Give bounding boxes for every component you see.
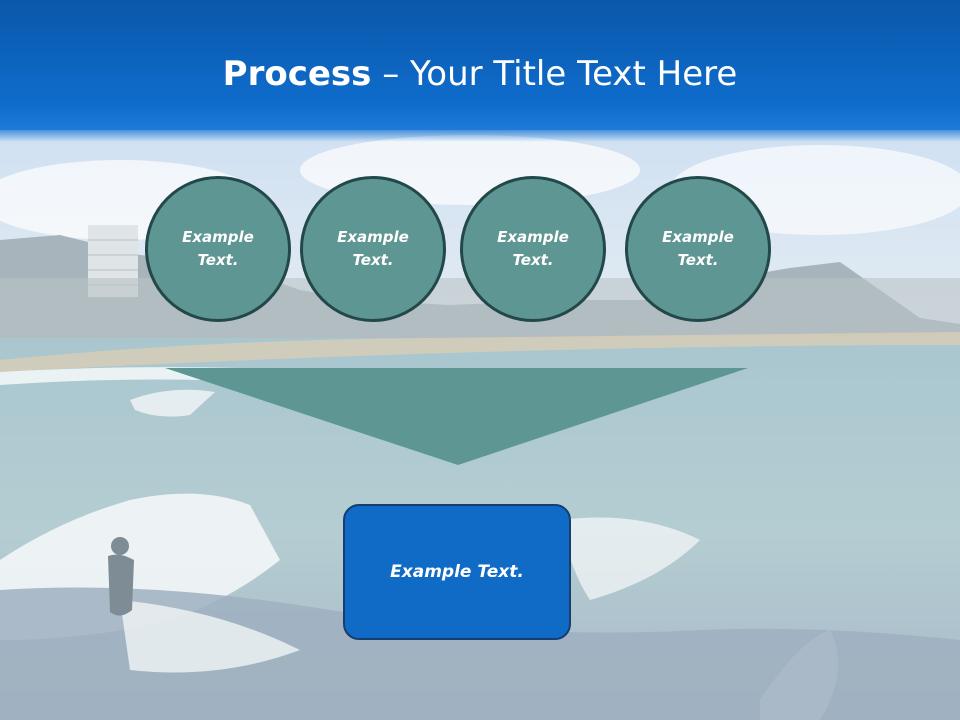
process-step-circle-4: Example Text. xyxy=(625,176,771,322)
slide-title: Process – Your Title Text Here xyxy=(0,52,960,96)
funnel-triangle xyxy=(165,368,748,465)
process-step-circle-1: Example Text. xyxy=(145,176,291,322)
process-step-circle-2: Example Text. xyxy=(300,176,446,322)
process-step-label: Example Text. xyxy=(662,228,734,269)
process-step-label: Example Text. xyxy=(497,228,569,269)
title-separator: – xyxy=(371,54,411,94)
process-step-label: Example Text. xyxy=(182,228,254,269)
title-bar-fade xyxy=(0,128,960,142)
process-step-label: Example Text. xyxy=(337,228,409,269)
process-step-circle-3: Example Text. xyxy=(460,176,606,322)
title-bold: Process xyxy=(222,54,372,94)
result-box: Example Text. xyxy=(343,504,571,640)
title-text: Your Title Text Here xyxy=(410,54,738,94)
result-box-label: Example Text. xyxy=(390,562,524,582)
title-bar xyxy=(0,0,960,130)
